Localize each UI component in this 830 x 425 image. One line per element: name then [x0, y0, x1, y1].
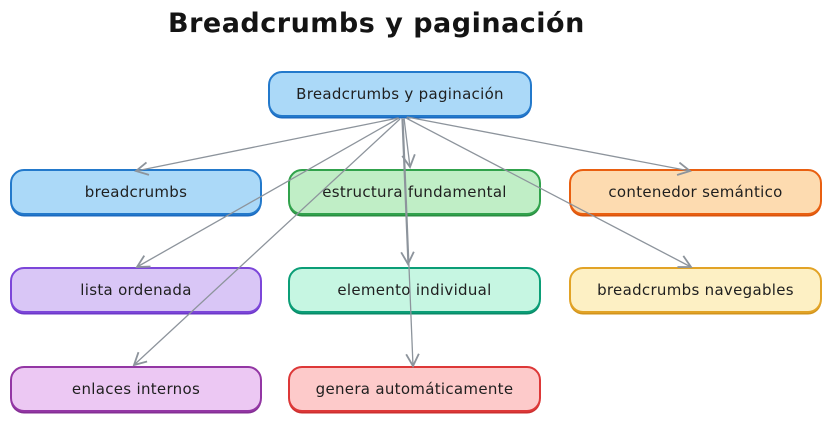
- arrow-root-to-enlaces: [132, 118, 401, 367]
- node-enlaces-label: enlaces internos: [71, 380, 201, 398]
- node-lista-ordenada[interactable]: lista ordenada: [10, 267, 262, 313]
- node-genera-label: genera automáticamente: [315, 380, 514, 398]
- arrow-root-to-breadcrumbs: [134, 117, 399, 176]
- node-elemento-individual[interactable]: elemento individual: [288, 267, 541, 313]
- node-breadcrumbs[interactable]: breadcrumbs: [10, 169, 262, 215]
- node-enlaces-internos[interactable]: enlaces internos: [10, 366, 262, 412]
- node-contenedor-label: contenedor semántico: [608, 183, 783, 201]
- node-estructura-label: estructura fundamental: [322, 183, 507, 201]
- node-estructura-fundamental[interactable]: estructura fundamental: [288, 169, 541, 215]
- node-genera-automaticamente[interactable]: genera automáticamente: [288, 366, 541, 412]
- node-navegables-label: breadcrumbs navegables: [597, 281, 794, 299]
- arrow-root-to-estructura: [401, 117, 416, 169]
- node-lista-label: lista ordenada: [80, 281, 192, 299]
- diagram-title: Breadcrumbs y paginación: [168, 8, 585, 39]
- node-elemento-label: elemento individual: [337, 281, 492, 299]
- node-breadcrumbs-navegables[interactable]: breadcrumbs navegables: [569, 267, 822, 313]
- arrow-root-to-contenedor: [406, 116, 692, 176]
- arrow-root-to-genera: [402, 118, 420, 368]
- node-root-label: Breadcrumbs y paginación: [296, 85, 504, 103]
- node-contenedor-semantico[interactable]: contenedor semántico: [569, 169, 822, 215]
- node-root[interactable]: Breadcrumbs y paginación: [268, 71, 532, 117]
- node-breadcrumbs-label: breadcrumbs: [84, 183, 188, 201]
